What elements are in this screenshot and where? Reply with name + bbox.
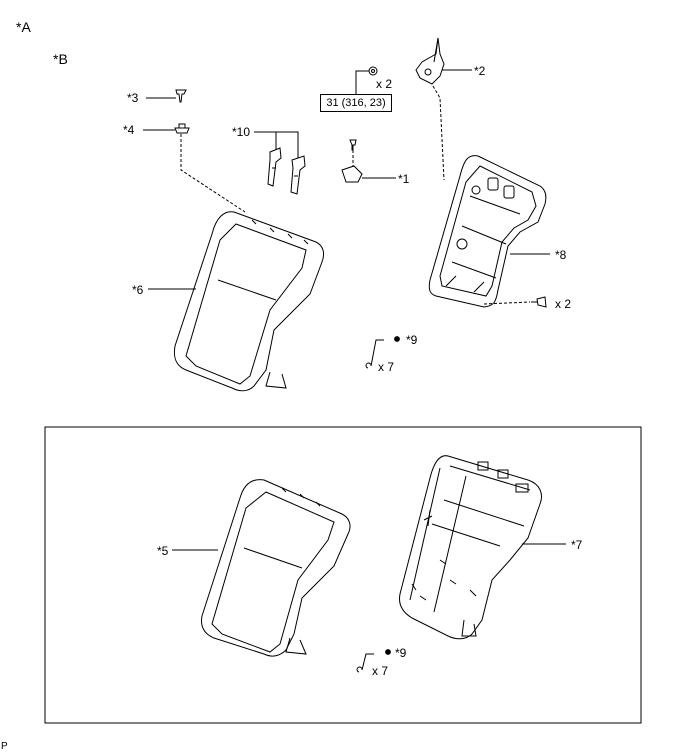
seatback-cover-part-7 — [399, 455, 542, 640]
callout-8: *8 — [555, 248, 567, 262]
callout-5: *5 — [157, 544, 169, 558]
torque-leader-line — [355, 70, 369, 94]
nut-part — [368, 66, 378, 76]
seatback-pad-part-6 — [173, 211, 325, 392]
bolt-part — [531, 296, 547, 308]
lock-release-part-2 — [415, 37, 445, 85]
hog-ring-quantity-inset: x 7 — [372, 664, 389, 678]
hog-ring-quantity-top: x 7 — [378, 360, 395, 374]
bolt-quantity: x 2 — [555, 297, 572, 311]
dashed-line-4-to-6 — [180, 134, 246, 213]
hog-ring-part-9-top — [365, 336, 400, 369]
callout-9-top: *9 — [406, 333, 418, 347]
callout-9-inset: *9 — [395, 646, 407, 660]
hog-ring-part-9-inset — [356, 649, 391, 673]
callout-10: *10 — [232, 125, 251, 139]
footer-code: P — [1, 741, 8, 752]
callout-2: *2 — [474, 64, 486, 78]
view-label-a: *A — [16, 19, 31, 35]
pin-clip-part-3 — [175, 89, 187, 103]
callout-3: *3 — [127, 91, 139, 105]
leader-line-10 — [254, 131, 299, 158]
torque-spec-box: 31 (316, 23) — [320, 94, 392, 112]
callout-7: *7 — [571, 538, 583, 552]
cover-part-1 — [341, 139, 363, 183]
view-label-b: *B — [53, 51, 68, 67]
clip-part-4 — [174, 123, 190, 134]
dashed-line-2-to-8 — [432, 85, 445, 181]
inset-frame — [44, 426, 642, 724]
callout-1: *1 — [398, 172, 410, 186]
nut-quantity: x 2 — [376, 77, 393, 91]
headrest-guide-part-10 — [267, 147, 306, 195]
callout-4: *4 — [123, 123, 135, 137]
callout-6: *6 — [132, 283, 144, 297]
bolt-dashed-line — [483, 301, 531, 305]
seatback-frame-part-8 — [428, 155, 547, 308]
seatback-pad-part-5 — [201, 479, 351, 657]
